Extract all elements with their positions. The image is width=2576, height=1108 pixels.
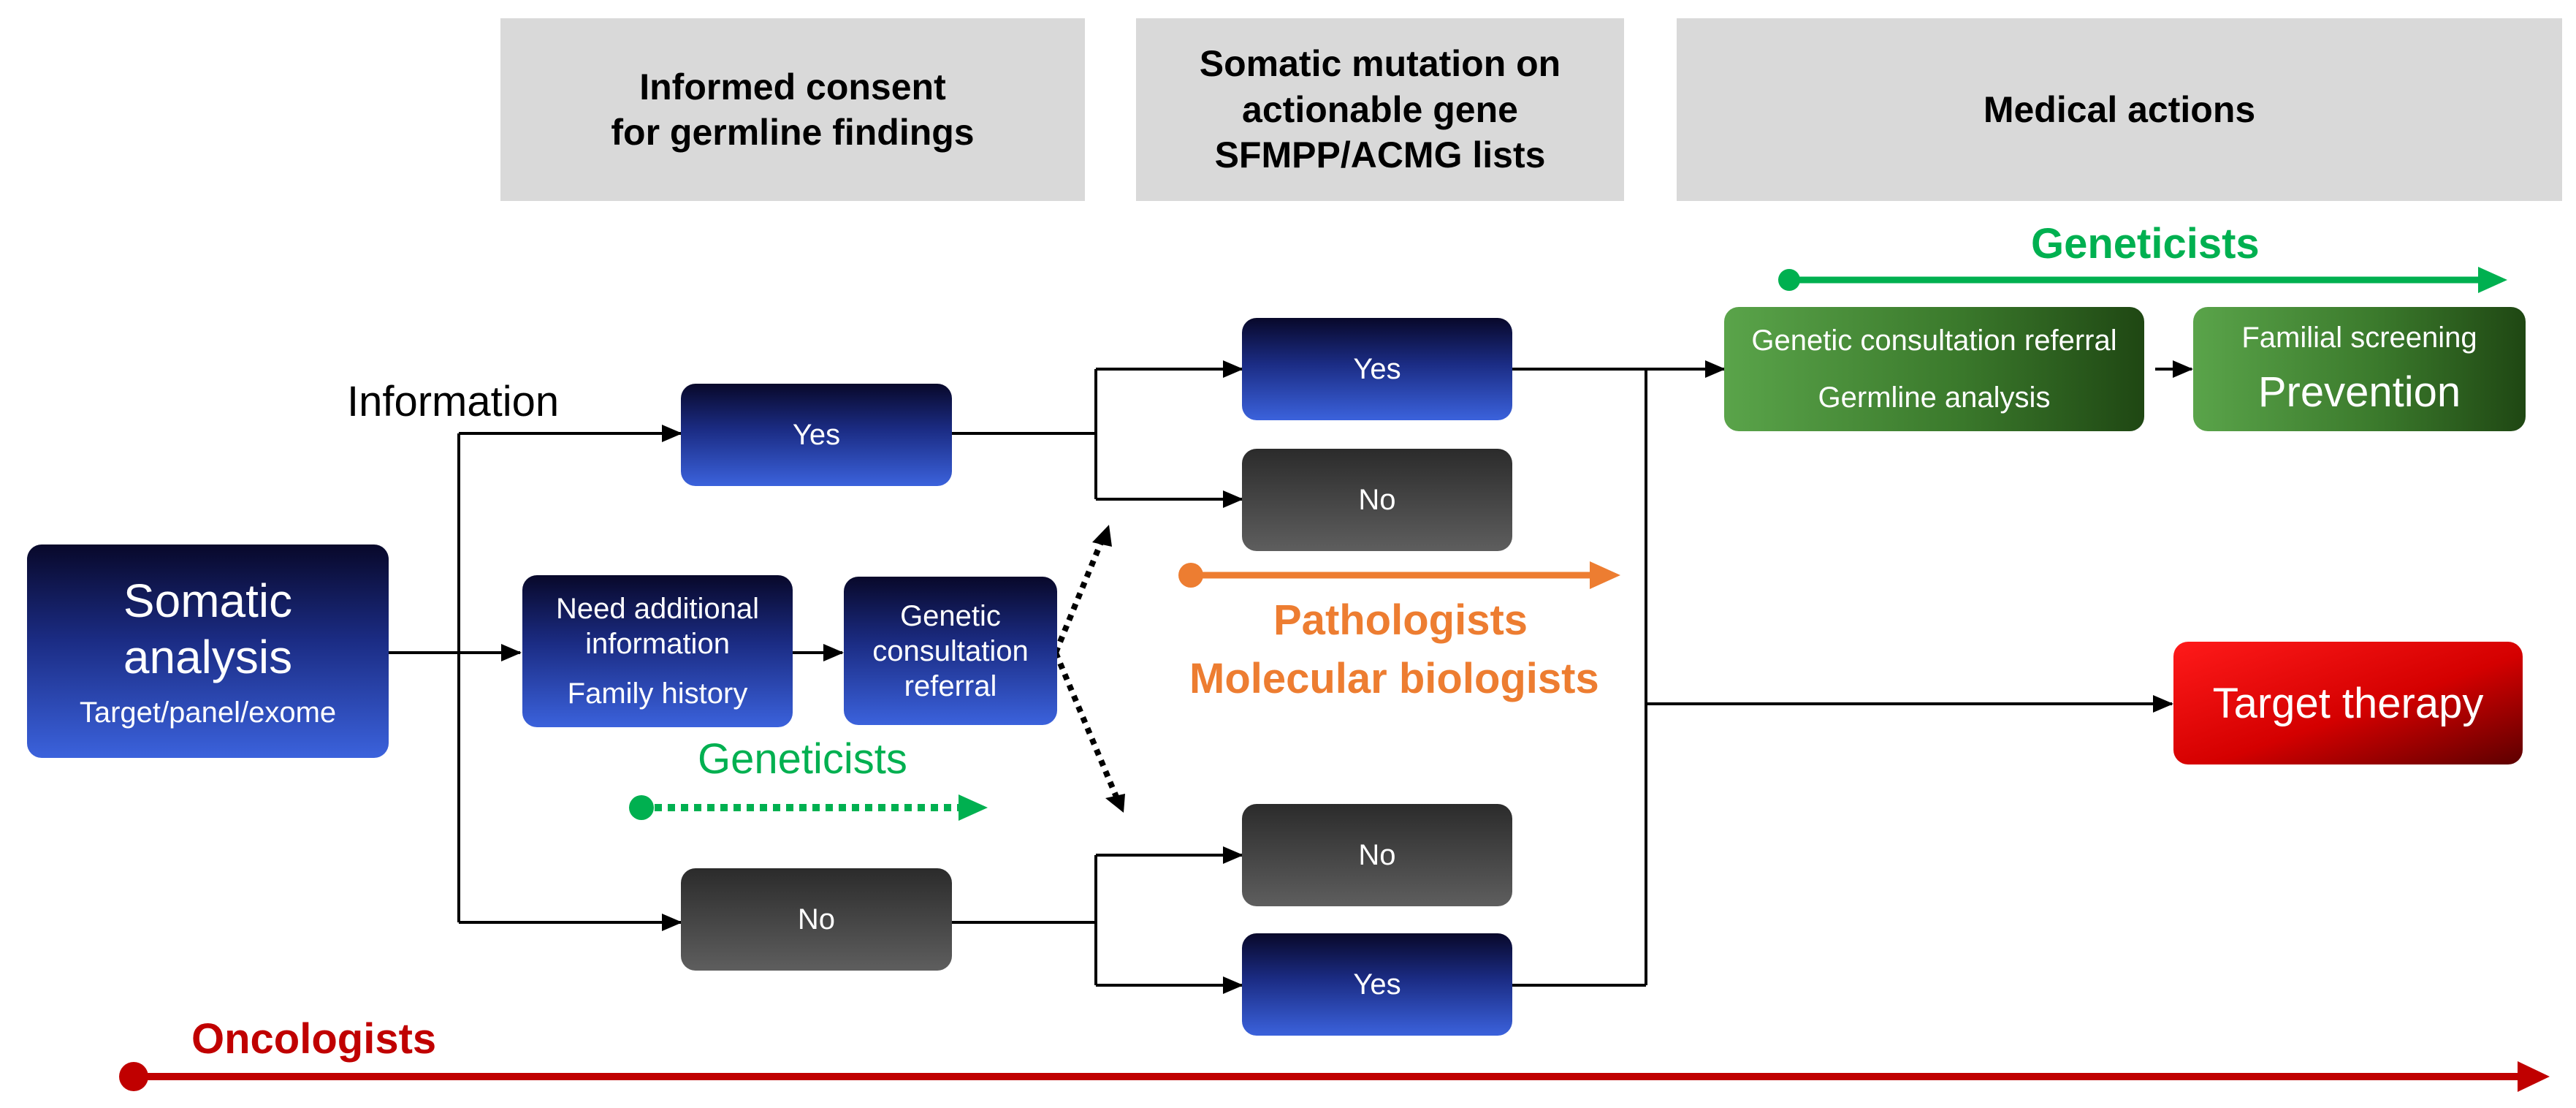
header-informed-consent: Informed consent for germline findings xyxy=(500,18,1085,201)
dotted-arrow-down xyxy=(1053,651,1121,802)
somatic-analysis-subtitle: Target/panel/exome xyxy=(79,697,337,729)
genetic-consultation-box: Genetic consultation referral Germline a… xyxy=(1724,307,2144,431)
information-label: Information xyxy=(347,378,560,425)
dotted-arrow-up xyxy=(1053,536,1106,654)
prevention-text: Prevention xyxy=(2257,368,2461,416)
header-medical-actions: Medical actions xyxy=(1677,18,2562,201)
need-info-box: Need additional information Family histo… xyxy=(522,575,793,727)
consent-no-box: No xyxy=(681,868,952,971)
top-yes-box: Yes xyxy=(1242,318,1512,420)
pathologists-label: Pathologists xyxy=(1273,596,1528,644)
geneticists-top-label: Geneticists xyxy=(2031,220,2260,267)
geneticists-mid-arrow xyxy=(629,794,988,821)
germline-analysis-text: Germline analysis xyxy=(1818,382,2051,414)
prevention-box: Familial screening Prevention xyxy=(2193,307,2526,431)
pathologists-arrow xyxy=(1178,561,1620,589)
geneticists-top-arrow xyxy=(1778,267,2507,293)
familial-screening-text: Familial screening xyxy=(2241,322,2477,354)
oncologists-arrow xyxy=(119,1061,2550,1092)
need-info-text: Need additional information xyxy=(556,593,759,660)
target-therapy-box: Target therapy xyxy=(2173,642,2523,764)
oncologists-label: Oncologists xyxy=(191,1015,437,1063)
genetic-consultation-text: Genetic consultation referral xyxy=(1751,325,2117,357)
header-somatic-mutation: Somatic mutation on actionable gene SFMP… xyxy=(1136,18,1624,201)
bottom-no-box: No xyxy=(1242,804,1512,906)
top-no-box: No xyxy=(1242,449,1512,551)
consent-yes-box: Yes xyxy=(681,384,952,486)
molecular-biologists-label: Molecular biologists xyxy=(1189,655,1599,702)
genetic-referral-box: Genetic consultation referral xyxy=(844,577,1057,725)
somatic-analysis-title: Somatic analysis xyxy=(123,574,293,683)
bottom-yes-box: Yes xyxy=(1242,933,1512,1036)
geneticists-mid-label: Geneticists xyxy=(698,735,907,783)
family-history-text: Family history xyxy=(567,678,748,710)
somatic-analysis-box: Somatic analysis Target/panel/exome xyxy=(27,544,389,758)
